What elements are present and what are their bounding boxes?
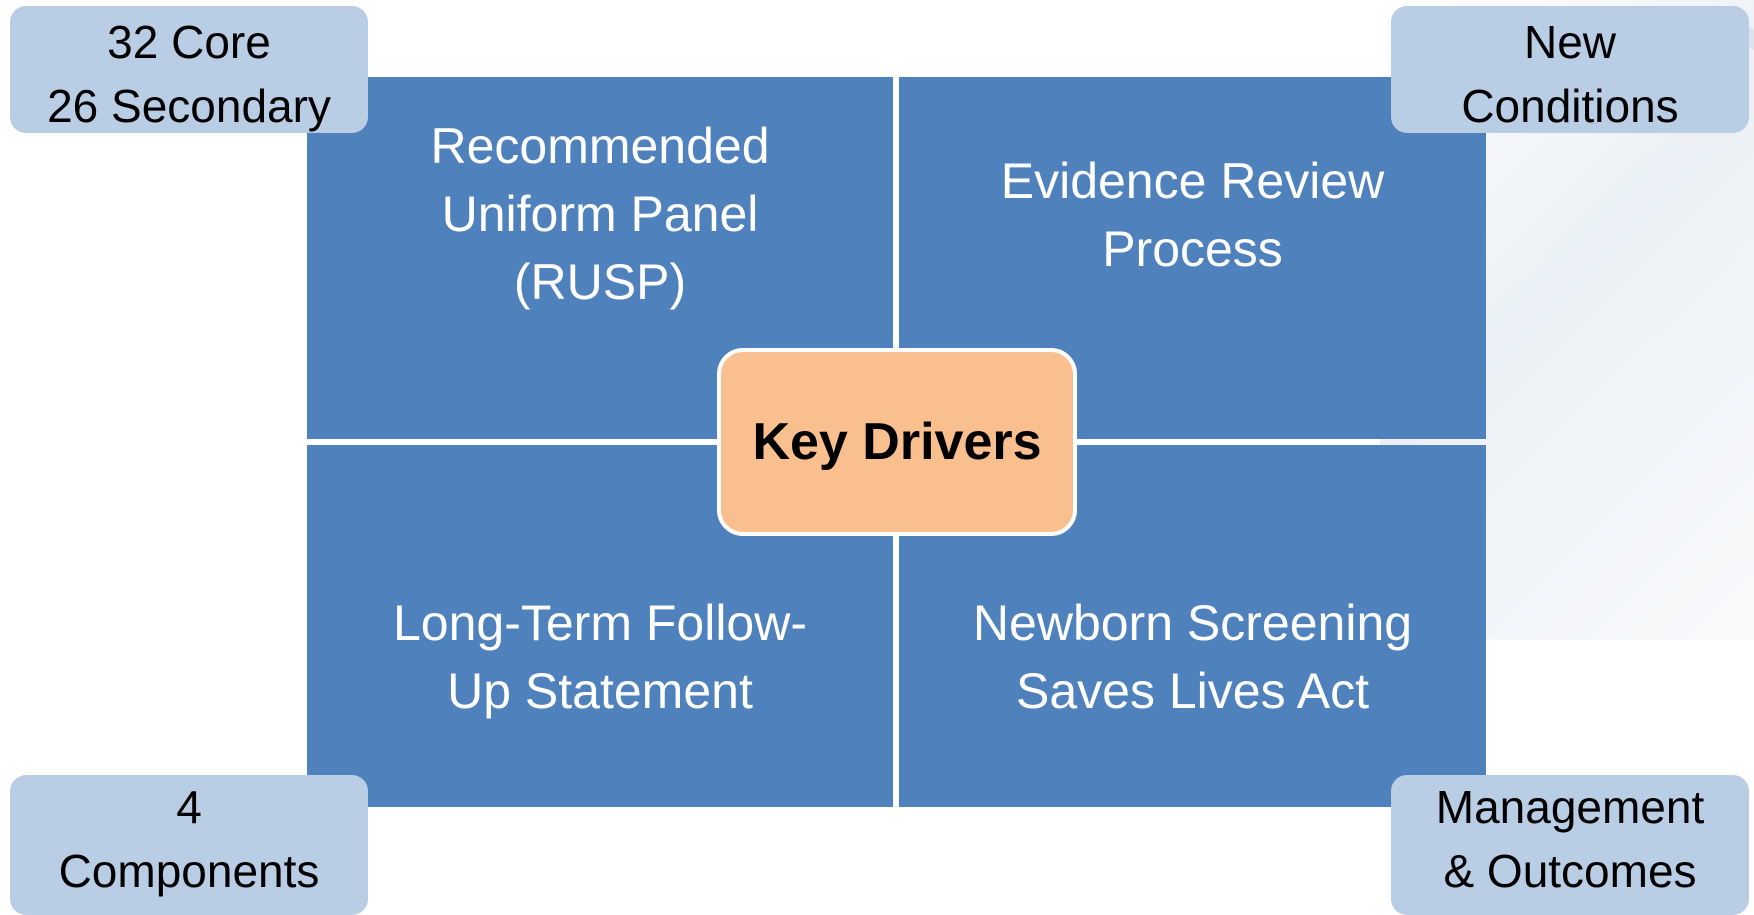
- key-drivers-label: Key Drivers: [752, 413, 1042, 471]
- corner-management-outcomes-label: Management & Outcomes: [1435, 781, 1705, 897]
- quadrant-newborn-screening-act-label: Newborn Screening Saves Lives Act: [972, 595, 1413, 719]
- corner-new-conditions-label: New Conditions: [1461, 16, 1679, 132]
- quadrant-rusp-label: Recommended Uniform Panel (RUSP): [430, 118, 770, 310]
- quadrant-evidence-review-label: Evidence Review Process: [1000, 153, 1385, 277]
- corner-new-conditions: New Conditions: [1391, 6, 1749, 133]
- corner-management-outcomes: Management & Outcomes: [1391, 775, 1749, 915]
- quadrant-long-term-follow-up: Long-Term Follow- Up Statement: [307, 445, 893, 807]
- corner-components-label: 4 Components: [58, 781, 320, 897]
- quadrant-rusp: Recommended Uniform Panel (RUSP): [307, 77, 893, 439]
- corner-core-secondary-label: 32 Core 26 Secondary: [47, 16, 331, 132]
- quadrant-long-term-follow-up-label: Long-Term Follow- Up Statement: [392, 595, 807, 719]
- corner-core-secondary: 32 Core 26 Secondary: [10, 6, 368, 133]
- key-drivers-box: Key Drivers: [717, 348, 1077, 536]
- corner-components: 4 Components: [10, 775, 368, 915]
